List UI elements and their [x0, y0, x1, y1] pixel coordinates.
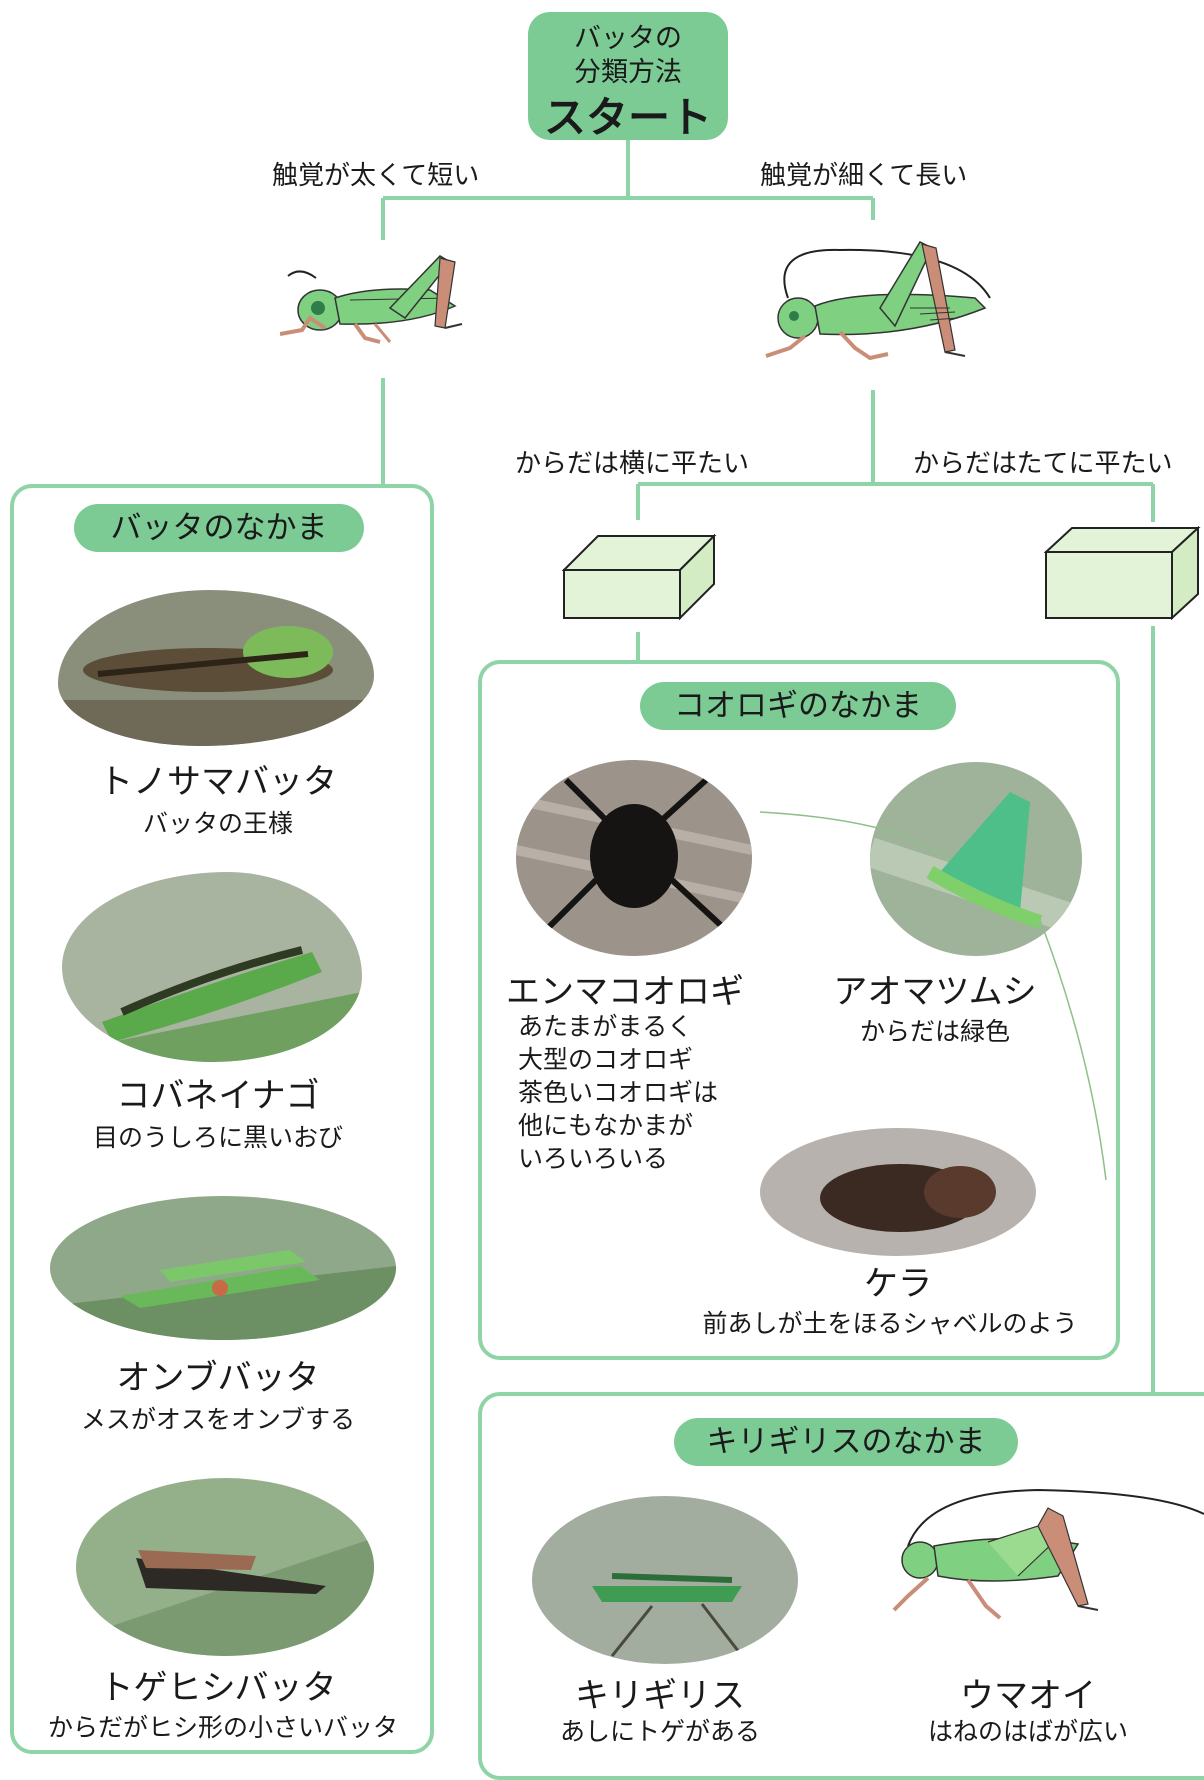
start-line-2: 分類方法 — [574, 57, 682, 88]
start-title: スタート — [543, 93, 712, 142]
species-desc: 目のうしろに黒いおび — [92, 1123, 343, 1152]
branch-label-body-vertical: からだはたてに平たい — [913, 449, 1173, 479]
species-name: ウマオイ — [960, 1676, 1096, 1716]
group-title-koorogi: コオロギのなかま — [640, 682, 956, 730]
species-name: コバネイナゴ — [116, 1076, 320, 1116]
species-name: ケラ — [864, 1264, 932, 1304]
species-desc-line: 茶色いコオロギは — [518, 1078, 719, 1107]
species-desc: はねのはばが広い — [927, 1717, 1128, 1746]
grasshopper-icon — [280, 255, 463, 344]
branch-label-antenna-thick: 触覚が太くて短い — [272, 161, 480, 191]
photo-onbu-batta — [50, 1196, 396, 1340]
species-name: トノサマバッタ — [99, 762, 337, 802]
group-title-kirigirisu: キリギリスのなかま — [674, 1418, 1018, 1466]
species-name: アオマツムシ — [833, 972, 1037, 1012]
katydid-icon — [765, 241, 991, 361]
species-desc: からだは緑色 — [859, 1017, 1010, 1046]
species-desc: からだがヒシ形の小さいバッタ — [47, 1713, 398, 1742]
group-frame-koorogi — [478, 660, 1120, 1360]
photo-kera — [760, 1128, 1036, 1256]
species-desc: バッタの王様 — [142, 809, 293, 838]
species-desc-line: 他にもなかまが — [518, 1111, 694, 1140]
antenna-line — [759, 811, 1107, 1181]
species-name: エンマコオロギ — [506, 972, 744, 1012]
group-title-batta: バッタのなかま — [74, 504, 364, 552]
species-name: キリギリス — [575, 1676, 745, 1716]
umaoi-icon — [892, 1488, 1204, 1620]
species-desc-line: 大型のコオロギ — [518, 1045, 694, 1074]
branch-label-antenna-thin: 触覚が細くて長い — [760, 161, 968, 191]
photo-tonosama-batta — [58, 590, 374, 746]
species-desc-lines: あたまがまるく 大型のコオロギ 茶色いコオロギは 他にもなかまが いろいろいる — [518, 1010, 718, 1175]
species-name: オンブバッタ — [116, 1358, 320, 1398]
start-box: バッタの 分類方法 スタート — [528, 12, 728, 142]
photo-kirigirisu — [532, 1496, 798, 1664]
species-desc: 前あしが土をほるシャベルのよう — [702, 1309, 1078, 1338]
species-name: トゲヒシバッタ — [99, 1668, 337, 1708]
flat-box-vertical-icon — [1044, 526, 1201, 621]
species-desc-line: あたまがまるく — [518, 1012, 693, 1041]
start-line-1: バッタの — [574, 23, 682, 54]
photo-enma-koorogi — [516, 760, 752, 956]
branch-label-body-horizontal: からだは横に平たい — [515, 449, 750, 479]
photo-togehishi-batta — [76, 1478, 374, 1656]
flat-box-horizontal-icon — [561, 533, 717, 621]
photo-kobaneinago — [62, 872, 362, 1062]
photo-aomatsumushi — [870, 762, 1082, 956]
species-desc: あしにトゲがある — [559, 1717, 760, 1746]
species-desc-line: いろいろいる — [518, 1144, 669, 1173]
species-desc: メスがオスをオンブする — [80, 1405, 356, 1434]
